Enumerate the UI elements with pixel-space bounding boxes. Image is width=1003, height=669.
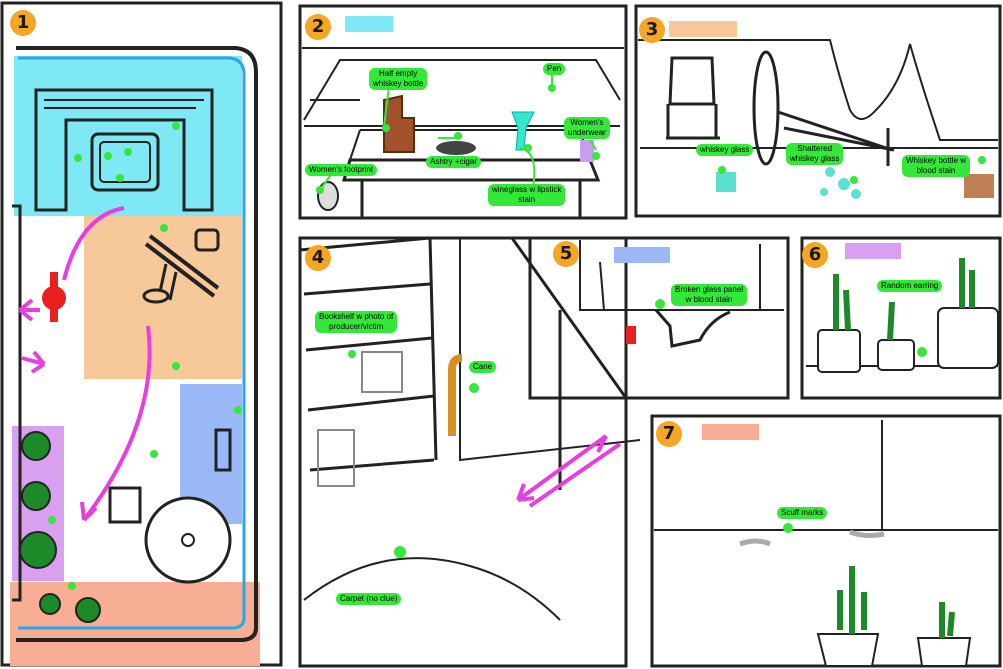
panel-number-badge: 4 (305, 245, 331, 271)
panel-number-badge: 7 (656, 421, 682, 447)
panel-number-badge: 3 (639, 17, 665, 43)
label-bookshelf: Bookshelf w photo of producer/victim (315, 311, 398, 333)
bottle-blood (964, 174, 994, 198)
label-cane: Cane (469, 361, 497, 373)
scuff-marks (739, 529, 885, 547)
panel-number-badge: 6 (802, 242, 828, 268)
armchair-topdown (108, 486, 142, 524)
whiskey-glass (716, 172, 736, 192)
label-carpet: Carpet (no clue) (336, 593, 402, 605)
panel-number-badge: 5 (553, 241, 579, 267)
swatch-blue (614, 247, 670, 263)
fallen-table-top (752, 50, 780, 166)
round-rug (144, 496, 232, 584)
panel-2-sofa-table (298, 4, 628, 220)
sofa-topdown (34, 88, 214, 212)
room-outline-blue (18, 56, 246, 630)
label-footprint: Women's footprint (305, 164, 378, 176)
swatch-purple (845, 243, 901, 259)
swatch-salmon (702, 424, 759, 440)
label-bottle-blood: Whiskey bottle w blood stain (902, 155, 971, 177)
label-scuff: Scuff marks (777, 507, 828, 519)
label-whiskey-bottle: Half empty whiskey bottle (369, 68, 428, 90)
label-earring: Random earring (877, 280, 943, 292)
label-wineglass: wineglass w lipstick stain (488, 184, 566, 206)
panel-number-badge: 1 (10, 10, 36, 36)
panel-5-glass-panel (528, 236, 790, 400)
panel-7-scuff-marks (650, 414, 1002, 668)
panel-1-floorplan (0, 1, 283, 667)
chair-topdown (194, 228, 220, 252)
panel-6-plants (800, 236, 1002, 400)
blood-stain (626, 326, 636, 344)
whiskey-bottle (383, 94, 415, 153)
underwear (580, 140, 594, 162)
swatch-cyan (345, 16, 393, 32)
panel-3-chair-glass (634, 4, 1002, 218)
desk-topdown (144, 234, 220, 298)
door-wall (12, 204, 22, 602)
label-glass-panel: Broken glass panel w blood stain (671, 284, 748, 306)
cane (448, 354, 463, 436)
clue-dots-plan (48, 122, 242, 590)
label-whiskey-glass: whiskey glass (696, 144, 754, 156)
side-chair (666, 56, 720, 140)
label-underwear: Women's underwear (564, 117, 610, 139)
label-ashtray: Ashtry +cigar (426, 156, 481, 168)
swatch-orange (669, 21, 737, 37)
cactus-plants (833, 258, 975, 341)
zone-orange (84, 216, 242, 379)
ashtray (436, 141, 476, 155)
label-pen: Pen (543, 63, 566, 75)
label-shattered-glass: Shattered whiskey glass (786, 143, 844, 165)
bookshelf (299, 236, 438, 472)
panel-number-badge: 2 (305, 14, 331, 40)
potted-plants (837, 566, 955, 638)
room-wall (16, 46, 258, 642)
broken-glass-edge (654, 309, 731, 348)
coffee-table-topdown (90, 132, 160, 192)
carpet-edge (303, 557, 561, 621)
